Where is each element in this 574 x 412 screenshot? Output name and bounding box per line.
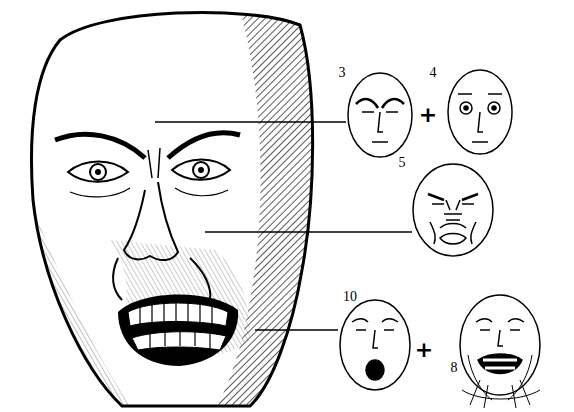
- callout-number: 8: [451, 361, 458, 375]
- callout-number: 4: [430, 66, 437, 80]
- big-face: [20, 0, 330, 412]
- face-brows-lowered: [348, 73, 412, 157]
- callout-number: 10: [343, 290, 357, 304]
- plus-sign: +: [415, 339, 433, 361]
- face-nose-wrinkled: [413, 164, 493, 256]
- face-eyes-widened: [448, 70, 512, 154]
- callout-number: 3: [339, 66, 346, 80]
- plus-sign: +: [419, 104, 437, 126]
- face-mouth-open: [340, 300, 410, 390]
- face-teeth-bared: [460, 295, 540, 408]
- callout-number: 5: [399, 156, 406, 170]
